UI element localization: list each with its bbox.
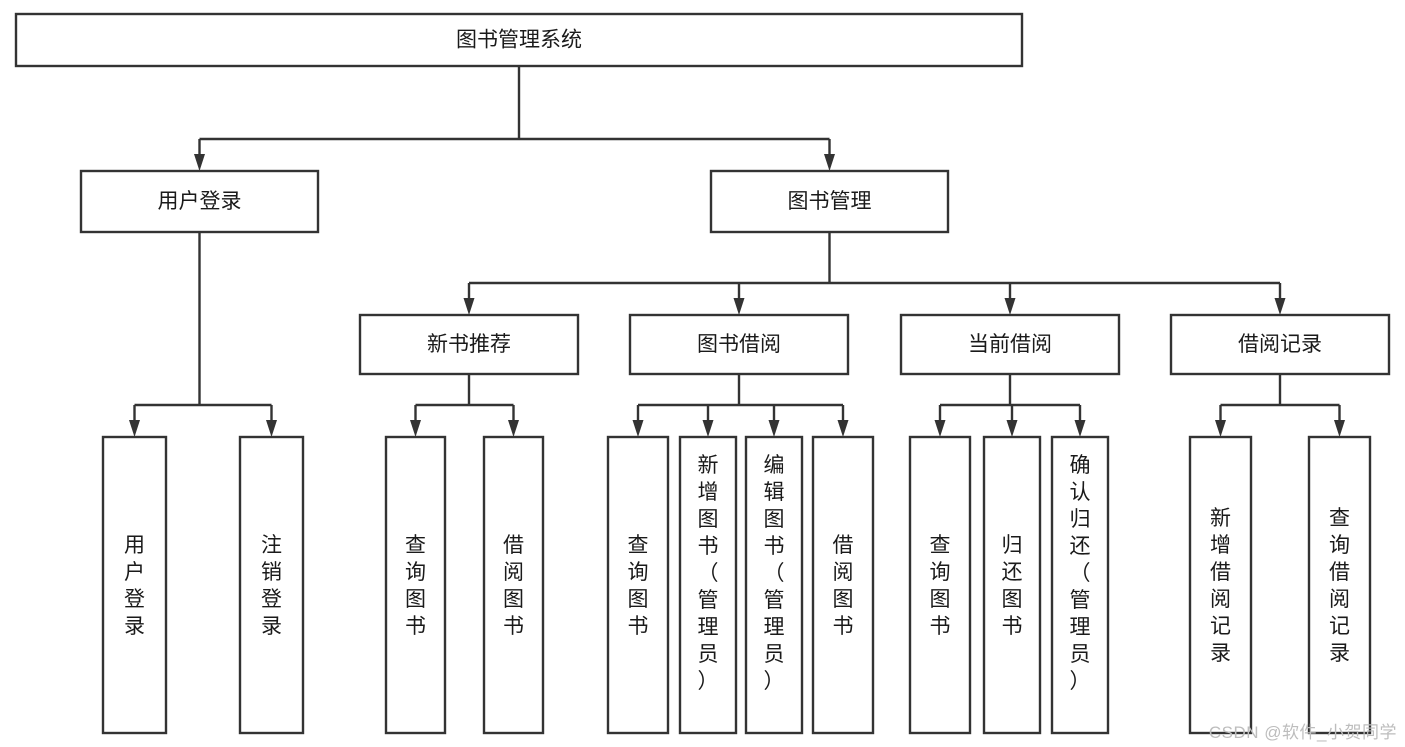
node-box[interactable]	[606, 435, 670, 735]
connector-group	[129, 232, 277, 437]
node-leaf-add-record[interactable]: 新增借阅记录	[1188, 435, 1253, 735]
connector-group	[194, 66, 835, 171]
arrowhead-icon	[508, 420, 519, 437]
node-label: 图书借阅	[697, 333, 781, 356]
node-leaf-query-book-rec[interactable]: 查询图书	[384, 435, 447, 735]
node-label: 用户登录	[158, 190, 242, 213]
arrowhead-icon	[824, 154, 835, 171]
node-label: 编辑图书（管理员）	[764, 454, 785, 693]
arrowhead-icon	[702, 420, 714, 437]
node-leaf-user-login[interactable]: 用户登录	[101, 435, 168, 735]
arrowhead-icon	[266, 420, 277, 437]
node-label: 当前借阅	[968, 333, 1052, 356]
node-book-borrow[interactable]: 图书借阅	[628, 313, 850, 376]
node-label: 用户登录	[124, 534, 145, 638]
node-root[interactable]: 图书管理系统	[14, 12, 1024, 68]
node-leaf-return-book[interactable]: 归还图书	[982, 435, 1042, 735]
node-box[interactable]	[811, 435, 875, 735]
node-label: 图书管理系统	[456, 29, 582, 52]
arrowhead-icon	[463, 298, 475, 315]
node-leaf-edit-book[interactable]: 编辑图书（管理员）	[744, 435, 804, 735]
node-box[interactable]	[101, 435, 168, 735]
node-layer: 图书管理系统用户登录图书管理新书推荐图书借阅当前借阅借阅记录用户登录注销登录查询…	[14, 12, 1391, 735]
node-box[interactable]	[238, 435, 305, 735]
arrowhead-icon	[768, 420, 780, 437]
arrowhead-icon	[1215, 420, 1226, 437]
arrowhead-icon	[1274, 298, 1286, 315]
node-label: 查询图书	[405, 534, 426, 638]
arrowhead-icon	[733, 298, 745, 315]
node-book-manage[interactable]: 图书管理	[709, 169, 950, 234]
node-leaf-confirm-return[interactable]: 确认归还（管理员）	[1050, 435, 1110, 735]
node-box[interactable]	[384, 435, 447, 735]
node-box[interactable]	[79, 169, 320, 234]
arrowhead-icon	[837, 420, 849, 437]
node-box[interactable]	[14, 12, 1024, 68]
node-current-borrow[interactable]: 当前借阅	[899, 313, 1121, 376]
node-box[interactable]	[1050, 435, 1110, 735]
arrowhead-icon	[194, 154, 205, 171]
node-box[interactable]	[709, 169, 950, 234]
node-label: 查询图书	[628, 534, 649, 638]
node-label: 新增借阅记录	[1210, 507, 1231, 665]
node-label: 注销登录	[261, 534, 282, 638]
connector-group	[410, 374, 519, 437]
node-box[interactable]	[358, 313, 580, 376]
node-box[interactable]	[678, 435, 738, 735]
node-box[interactable]	[1307, 435, 1372, 735]
node-box[interactable]	[908, 435, 972, 735]
node-leaf-borrow-book-rec[interactable]: 借阅图书	[482, 435, 545, 735]
arrowhead-icon	[129, 420, 140, 437]
node-label: 图书管理	[788, 190, 872, 213]
arrowhead-icon	[1006, 420, 1018, 437]
connector-group	[632, 374, 849, 437]
connector-group	[934, 374, 1086, 437]
node-label: 新增图书（管理员）	[698, 454, 719, 693]
node-leaf-borrow-book[interactable]: 借阅图书	[811, 435, 875, 735]
node-label: 借阅图书	[503, 534, 524, 638]
arrowhead-icon	[1074, 420, 1086, 437]
node-user-login[interactable]: 用户登录	[79, 169, 320, 234]
node-leaf-add-book[interactable]: 新增图书（管理员）	[678, 435, 738, 735]
node-label: 借阅记录	[1238, 333, 1322, 356]
node-box[interactable]	[899, 313, 1121, 376]
arrowhead-icon	[1334, 420, 1345, 437]
node-box[interactable]	[1188, 435, 1253, 735]
node-label: 查询图书	[930, 534, 951, 638]
node-box[interactable]	[744, 435, 804, 735]
connector-group	[1215, 374, 1345, 437]
node-label: 新书推荐	[427, 333, 511, 356]
arrowhead-icon	[1004, 298, 1016, 315]
node-leaf-query-book-borrow[interactable]: 查询图书	[606, 435, 670, 735]
node-box[interactable]	[1169, 313, 1391, 376]
node-leaf-user-logout[interactable]: 注销登录	[238, 435, 305, 735]
node-box[interactable]	[482, 435, 545, 735]
arrowhead-icon	[934, 420, 946, 437]
connector-group	[463, 232, 1286, 315]
node-leaf-query-record[interactable]: 查询借阅记录	[1307, 435, 1372, 735]
node-leaf-query-book-cur[interactable]: 查询图书	[908, 435, 972, 735]
node-label: 查询借阅记录	[1329, 507, 1350, 665]
node-new-book-rec[interactable]: 新书推荐	[358, 313, 580, 376]
node-label: 归还图书	[1002, 534, 1023, 638]
node-box[interactable]	[628, 313, 850, 376]
connector-layer	[129, 66, 1345, 437]
node-box[interactable]	[982, 435, 1042, 735]
node-borrow-record[interactable]: 借阅记录	[1169, 313, 1391, 376]
node-label: 确认归还（管理员）	[1070, 454, 1091, 693]
node-label: 借阅图书	[833, 534, 854, 638]
arrowhead-icon	[410, 420, 421, 437]
arrowhead-icon	[632, 420, 644, 437]
